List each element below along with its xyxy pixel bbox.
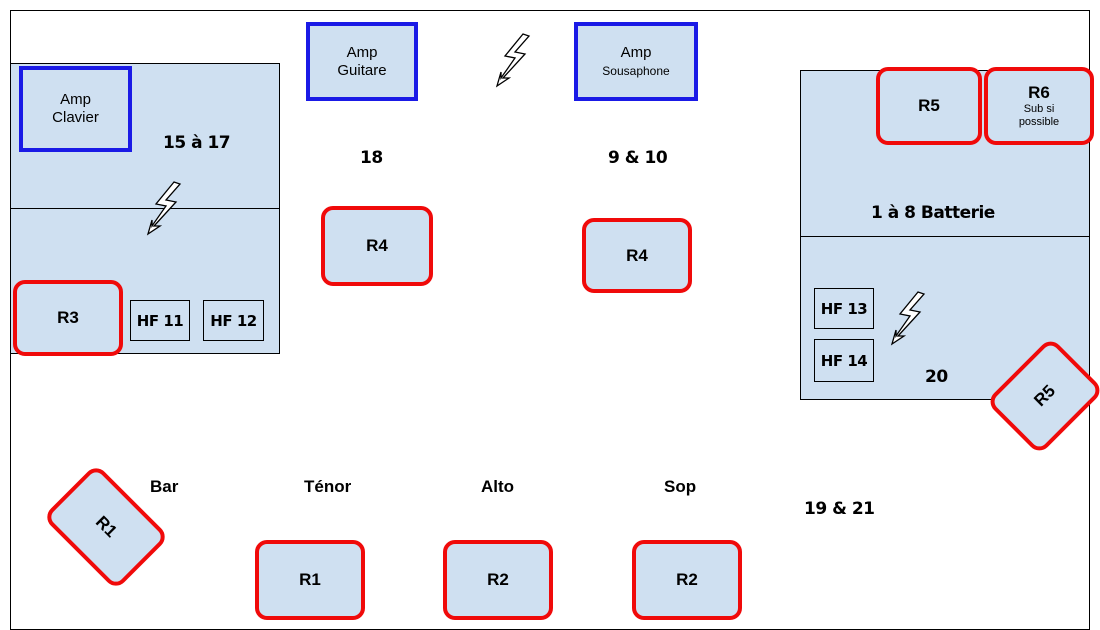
monitor-r5-top-label: R5 [918, 96, 940, 115]
amp-clavier-line1: Amp [60, 91, 91, 108]
channel-percussion: 20 [925, 367, 948, 387]
monitor-r5-right-label: R5 [1030, 381, 1060, 411]
power-bolt-icon [146, 181, 182, 236]
channel-batterie: 1 à 8 Batterie [871, 203, 995, 223]
amp-clavier: Amp Clavier [19, 66, 132, 152]
monitor-r1-bottom-label: R1 [299, 570, 321, 589]
power-bolt-icon [495, 33, 531, 88]
monitor-r3: R3 [13, 280, 123, 356]
monitor-r4-guitare-label: R4 [366, 236, 388, 255]
monitor-r2-alto-label: R2 [487, 570, 509, 589]
monitor-r4-guitare: R4 [321, 206, 433, 286]
monitor-r4-sousaphone: R4 [582, 218, 692, 293]
monitor-r4-sousaphone-label: R4 [626, 245, 648, 265]
amp-guitare-line2: Guitare [337, 61, 387, 79]
section-sop: Sop [664, 477, 697, 496]
monitor-r6-label: R6 [1028, 83, 1050, 102]
monitor-r1-bottom: R1 [255, 540, 365, 620]
amp-sousaphone: Amp Sousaphone [574, 22, 698, 101]
section-bar: Bar [150, 477, 179, 496]
channel-sousaphone: 9 & 10 [608, 148, 668, 168]
channel-guitare: 18 [360, 148, 383, 168]
monitor-r2-alto: R2 [443, 540, 553, 620]
monitor-r2-sop: R2 [632, 540, 742, 620]
amp-guitare-line1: Amp [346, 43, 378, 61]
monitor-r6-note: Sub si possible [1018, 103, 1060, 128]
channel-extra: 19 & 21 [804, 499, 875, 519]
channel-clavier: 15 à 17 [163, 133, 231, 153]
amp-clavier-line2: Clavier [52, 109, 99, 126]
power-bolt-icon [890, 291, 926, 346]
monitor-r5-top: R5 [876, 67, 982, 145]
monitor-r3-label: R3 [57, 308, 79, 327]
hf-13: HF 13 [814, 288, 874, 329]
monitor-r1-left-label: R1 [91, 512, 121, 542]
hf-12: HF 12 [203, 300, 264, 341]
amp-guitare: Amp Guitare [306, 22, 418, 101]
section-tenor: Ténor [304, 477, 352, 496]
hf-11: HF 11 [130, 300, 190, 341]
monitor-r6: R6 Sub si possible [984, 67, 1094, 145]
amp-sousaphone-line2: Sousaphone [602, 63, 670, 78]
monitor-r2-sop-label: R2 [676, 570, 698, 589]
amp-sousaphone-line1: Amp [620, 43, 652, 61]
section-alto: Alto [481, 477, 515, 496]
hf-14: HF 14 [814, 339, 874, 382]
